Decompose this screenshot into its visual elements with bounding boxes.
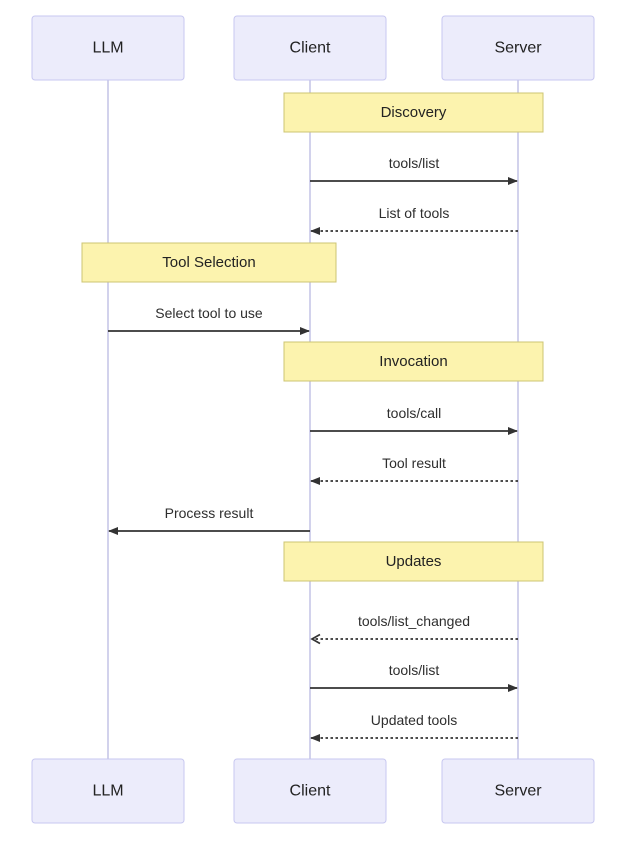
actor-label-client: Client — [290, 40, 331, 57]
message-process-result: Process result — [108, 505, 310, 535]
message-label: Tool result — [382, 455, 446, 471]
actor-client-top: Client — [233, 15, 387, 81]
note-invocation: Invocation — [283, 341, 544, 382]
note-updates: Updates — [283, 541, 544, 582]
message-label: List of tools — [379, 205, 450, 221]
actor-server-top: Server — [441, 15, 595, 81]
message-tools-list: tools/list — [310, 155, 518, 185]
message-label: tools/list — [389, 155, 440, 171]
note-tool-selection: Tool Selection — [81, 242, 337, 283]
note-label: Invocation — [379, 353, 447, 370]
actor-box — [441, 15, 595, 81]
note-box — [81, 242, 337, 283]
actor-server-bottom: Server — [441, 758, 595, 824]
message-tools-call: tools/call — [310, 405, 518, 435]
message-label: Select tool to use — [155, 305, 263, 321]
message-updated-tools: Updated tools — [310, 712, 518, 742]
actor-label-llm: LLM — [92, 783, 123, 800]
message-tools-list-2: tools/list — [310, 662, 518, 692]
note-box — [283, 92, 544, 133]
note-box — [283, 341, 544, 382]
actor-box — [441, 758, 595, 824]
message-label: tools/call — [387, 405, 441, 421]
actor-label-client: Client — [290, 783, 331, 800]
message-tools-list-changed: tools/list_changed — [310, 613, 518, 645]
message-list-of-tools: List of tools — [310, 205, 518, 235]
message-select-tool: Select tool to use — [108, 305, 310, 335]
note-box — [283, 541, 544, 582]
actor-label-llm: LLM — [92, 40, 123, 57]
note-discovery: Discovery — [283, 92, 544, 133]
note-label: Updates — [386, 553, 442, 570]
message-label: Process result — [165, 505, 254, 521]
actor-box — [233, 15, 387, 81]
actor-llm-bottom: LLM — [31, 758, 185, 824]
actor-box — [233, 758, 387, 824]
actor-client-bottom: Client — [233, 758, 387, 824]
actor-llm-top: LLM — [31, 15, 185, 81]
message-label: Updated tools — [371, 712, 457, 728]
note-label: Discovery — [381, 104, 447, 121]
actor-box — [31, 15, 185, 81]
note-label: Tool Selection — [162, 254, 255, 271]
actor-label-server: Server — [494, 783, 542, 800]
message-label: tools/list — [389, 662, 440, 678]
actor-box — [31, 758, 185, 824]
actor-label-server: Server — [494, 40, 542, 57]
message-label: tools/list_changed — [358, 613, 470, 629]
message-tool-result: Tool result — [310, 455, 518, 485]
